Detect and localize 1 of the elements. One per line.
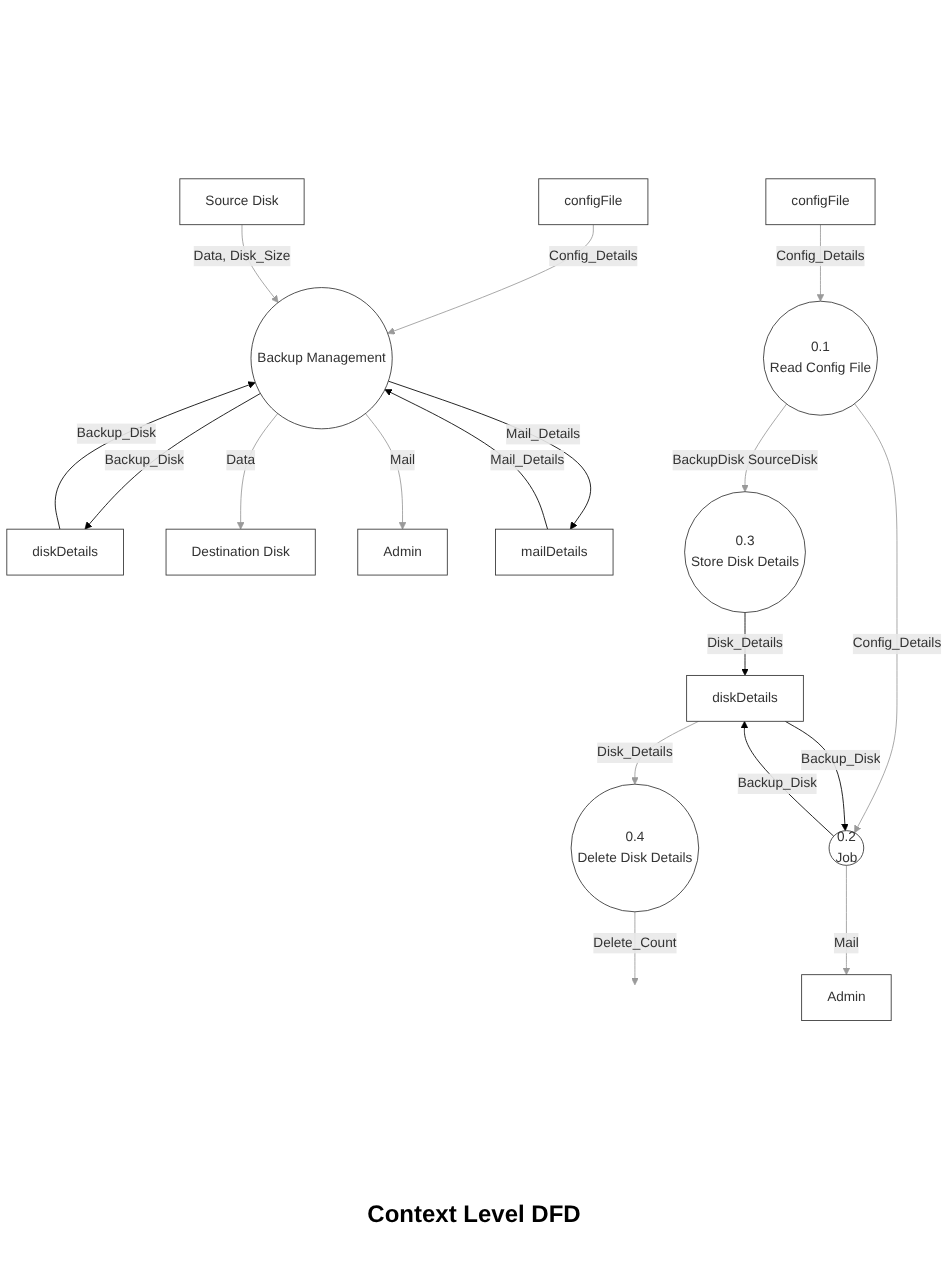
caption: Context Level DFD xyxy=(365,1200,583,1228)
